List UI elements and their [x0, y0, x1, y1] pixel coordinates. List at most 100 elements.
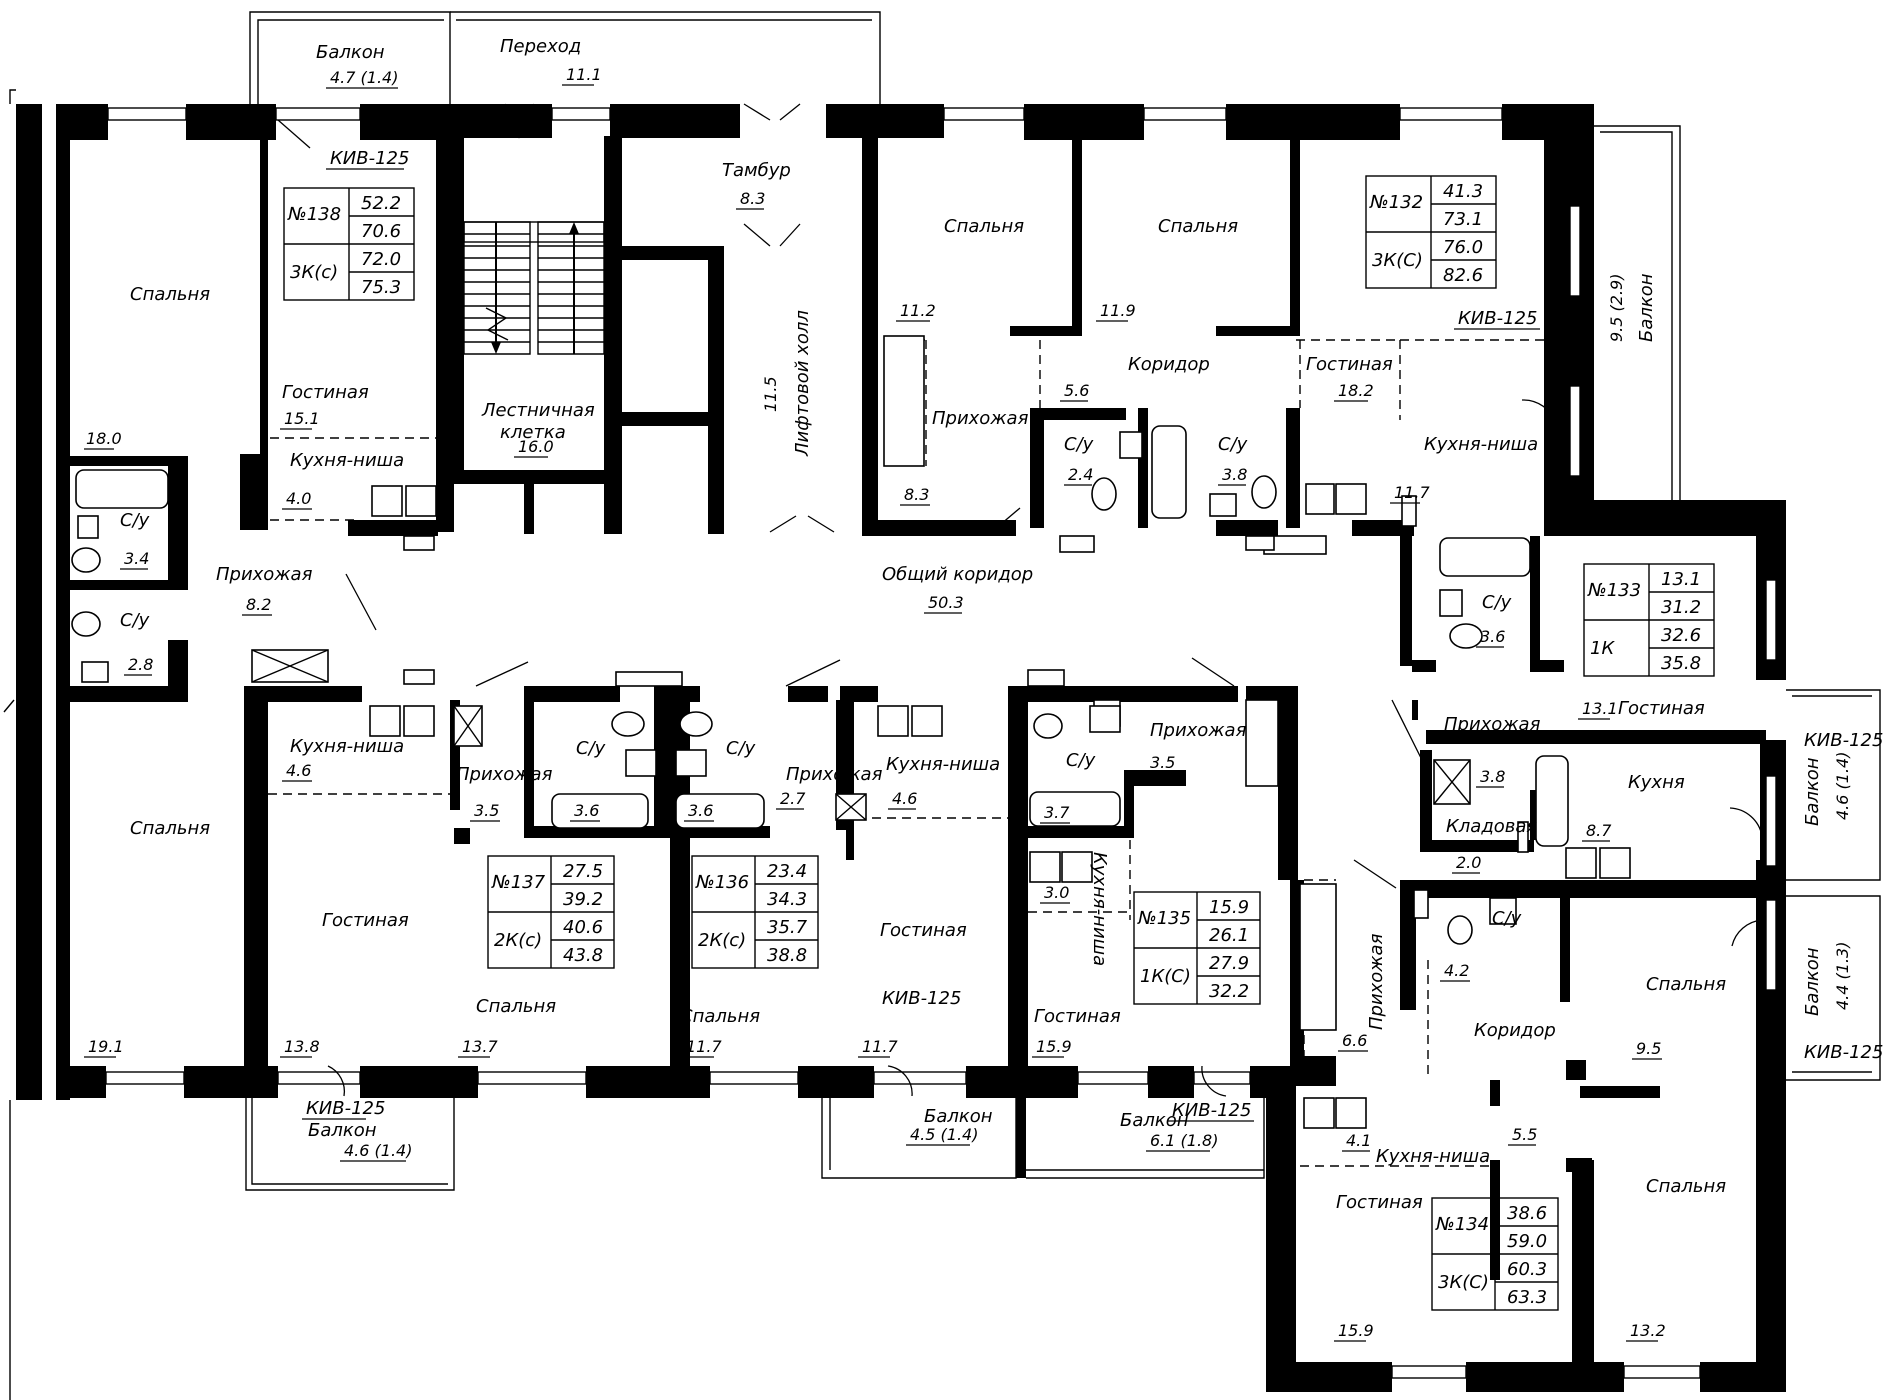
- apt136-living-label: Гостиная: [880, 920, 967, 941]
- apt137-hall-area: 3.5: [474, 801, 499, 820]
- apt132-living-label: Гостиная: [1306, 354, 1393, 375]
- apt138-kitchen-area: 4.0: [286, 489, 311, 508]
- apartment-area-value: 35.8: [1661, 653, 1701, 674]
- apartment-type: 1К: [1590, 638, 1615, 659]
- apartment-area-value: 38.8: [767, 945, 807, 966]
- balcony-138-area: 4.7 (1.4): [330, 68, 398, 87]
- apt134-kitchen-label: Кухня-ниша: [1376, 1146, 1490, 1167]
- stair-label-2: клетка: [500, 422, 566, 443]
- apt138-living-label: Гостиная: [282, 382, 369, 403]
- walls: [16, 104, 1786, 1392]
- apt138-bedroom-area: 18.0: [86, 429, 122, 448]
- apt133-living-label: Гостиная: [1618, 698, 1705, 719]
- vent-label-3: КИВ-125: [1804, 730, 1883, 751]
- apartment-number: №138: [287, 204, 341, 225]
- perekhod-label: Переход: [500, 36, 581, 57]
- balcony-133-area: 4.6 (1.4): [1833, 752, 1852, 820]
- apt133-kitchen-area: 8.7: [1586, 821, 1612, 840]
- balcony-132-area: 9.5 (2.9): [1607, 274, 1626, 342]
- apt134-wc-area: 4.2: [1444, 961, 1469, 980]
- apt134-corridor-label: Коридор: [1474, 1020, 1556, 1041]
- apartment-area-value: 26.1: [1209, 925, 1249, 946]
- apt138-hall-area: 8.2: [246, 595, 271, 614]
- apt138-bedroom-label: Спальня: [130, 284, 210, 305]
- balcony-136-area: 4.5 (1.4): [910, 1125, 978, 1144]
- apt136-kitchen-label: Кухня-ниша: [886, 754, 1000, 775]
- apartment-number: №134: [1435, 1214, 1489, 1235]
- balcony-135-area: 6.1 (1.8): [1150, 1131, 1218, 1150]
- apt137-kitchen-area: 4.6: [286, 761, 311, 780]
- apt137-bedroom-area: 13.7: [462, 1037, 498, 1056]
- apt134-bedroom1-area: 9.5: [1636, 1039, 1661, 1058]
- apartment-area-value: 13.1: [1661, 569, 1701, 590]
- common-corridor-label: Общий коридор: [882, 564, 1033, 585]
- apt132-wc2-area: 3.8: [1222, 465, 1247, 484]
- apt132-hall-label: Прихожая: [932, 408, 1029, 429]
- apartment-type: 2К(с): [494, 930, 542, 951]
- stair-area: 16.0: [518, 437, 554, 456]
- apt134-hall-area: 6.6: [1342, 1031, 1367, 1050]
- apartment-area-value: 40.6: [563, 917, 603, 938]
- apt132-kitchen-area: 11.7: [1394, 483, 1430, 502]
- vent-label-7: КИВ-125: [1172, 1100, 1251, 1121]
- balcony-137-area: 4.6 (1.4): [344, 1141, 412, 1160]
- apt134-bedroom1-label: Спальня: [1646, 974, 1726, 995]
- apartment-area-value: 35.7: [767, 917, 808, 938]
- apartment-area-value: 52.2: [361, 193, 401, 214]
- balcony-133-label: Балкон: [1802, 757, 1823, 826]
- doors: [277, 103, 1763, 1097]
- apartment-area-value: 39.2: [563, 889, 603, 910]
- vent-label-2: КИВ-125: [1458, 308, 1537, 329]
- apt132-wc2-label: С/у: [1218, 434, 1248, 455]
- apt138-bedroom2-area: 19.1: [88, 1037, 124, 1056]
- apt136-wc-area: 3.6: [688, 801, 713, 820]
- apt134-living-area: 15.9: [1338, 1321, 1374, 1340]
- apt136-kitchen-area: 4.6: [892, 789, 917, 808]
- apt132-wc1-label: С/у: [1064, 434, 1094, 455]
- apt133-storage-label: Кладовая: [1446, 816, 1537, 837]
- apt138-wc2-area: 2.8: [128, 655, 153, 674]
- apartment-area-value: 23.4: [767, 861, 807, 882]
- room-labels: Балкон 4.7 (1.4) Переход 11.1 Тамбур 8.3…: [84, 36, 1883, 1342]
- apt136-wc-label: С/у: [726, 738, 756, 759]
- balcony-138-label: Балкон: [316, 42, 385, 63]
- apartment-type: 2К(с): [698, 930, 746, 951]
- apartment-area-value: 73.1: [1443, 209, 1483, 230]
- apartment-area-value: 27.9: [1209, 953, 1249, 974]
- apt135-kitchen-label: Кухня-ниша: [1089, 852, 1110, 966]
- tambur-label: Тамбур: [722, 160, 791, 181]
- apartment-area-value: 75.3: [361, 277, 401, 298]
- apt135-living-area: 15.9: [1036, 1037, 1072, 1056]
- apartment-area-value: 76.0: [1443, 237, 1483, 258]
- apartment-area-value: 31.2: [1661, 597, 1701, 618]
- apt133-wc-area: 3.6: [1480, 627, 1505, 646]
- apt135-living-label: Гостиная: [1034, 1006, 1121, 1027]
- apt135-wc-area: 3.7: [1044, 803, 1070, 822]
- apartment-number: №135: [1137, 908, 1191, 929]
- balconies: [3, 11, 1881, 1400]
- apt132-kitchen-label: Кухня-ниша: [1424, 434, 1538, 455]
- apt134-kitchen-area: 4.1: [1346, 1131, 1371, 1150]
- lift-hall-area: 11.5: [761, 376, 780, 412]
- apartment-area-value: 15.9: [1209, 897, 1249, 918]
- apt133-wc-label: С/у: [1482, 592, 1512, 613]
- apartment-area-value: 63.3: [1507, 1287, 1547, 1308]
- apt133-kitchen-label: Кухня: [1628, 772, 1685, 793]
- vent-label-5: КИВ-125: [306, 1098, 385, 1119]
- apt134-wc-label: С/у: [1492, 908, 1522, 929]
- vent-label-6: КИВ-125: [882, 988, 961, 1009]
- balcony-132-label: Балкон: [1636, 273, 1657, 342]
- apt138-wc1-label: С/у: [120, 510, 150, 531]
- apt137-living-area: 13.8: [284, 1037, 320, 1056]
- vent-label-4: КИВ-125: [1804, 1042, 1883, 1063]
- apt137-bedroom-label: Спальня: [476, 996, 556, 1017]
- apartment-area-value: 59.0: [1507, 1231, 1547, 1252]
- apartment-number: №136: [695, 872, 749, 893]
- apartment-area-value: 43.8: [563, 945, 603, 966]
- apt135-hall-area: 3.5: [1150, 753, 1175, 772]
- apt134-hall-label: Прихожая: [1366, 933, 1387, 1030]
